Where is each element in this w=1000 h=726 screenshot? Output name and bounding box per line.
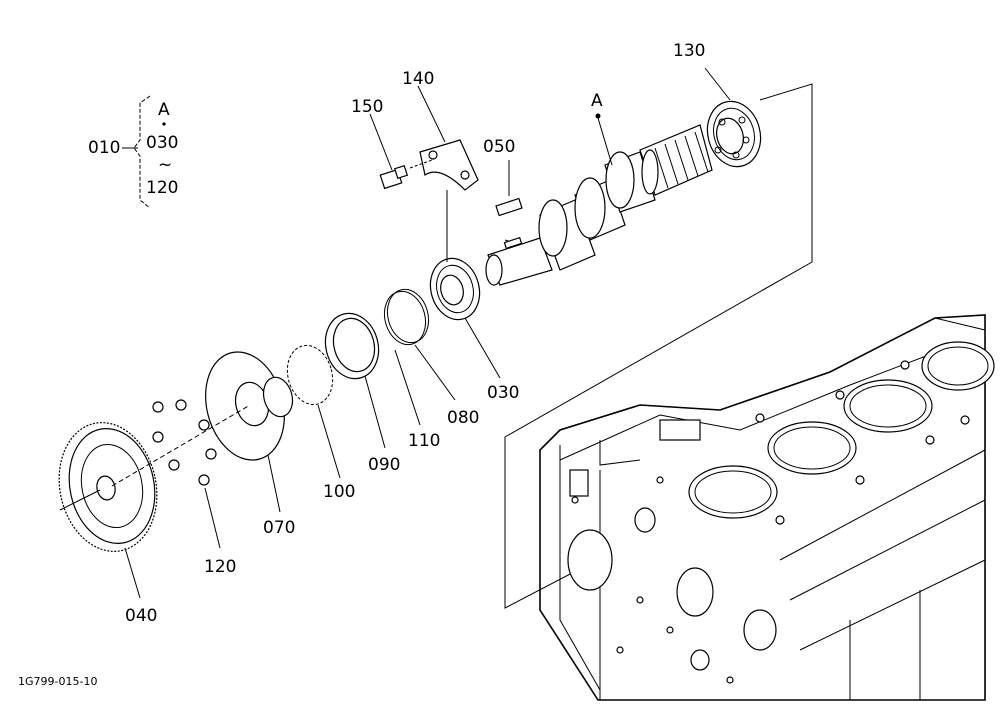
label-group-120: 120: [146, 178, 178, 198]
part-ring-090: [324, 312, 380, 380]
label-040: 040: [125, 606, 157, 626]
label-120: 120: [204, 557, 236, 577]
label-050: 050: [483, 137, 515, 157]
label-group-tilde: ~: [158, 155, 172, 175]
label-100: 100: [323, 482, 355, 502]
part-ball-ring-100: [286, 344, 334, 406]
label-130: 130: [673, 41, 705, 61]
camshaft: [485, 124, 713, 286]
camshaft-boundary-lines: [504, 83, 813, 609]
cylinder-block-illustration: [539, 314, 995, 701]
part-gear-040: [58, 422, 158, 552]
label-090: 090: [368, 455, 400, 475]
label-080: 080: [447, 408, 479, 428]
label-150: 150: [351, 97, 383, 117]
diagram-id: 1G799-015-10: [18, 675, 97, 688]
part-snap-ring-080: [383, 288, 430, 346]
label-010: 010: [88, 138, 120, 158]
label-030: 030: [487, 383, 519, 403]
label-group-030: 030: [146, 133, 178, 153]
part-retainer-140: [419, 139, 479, 191]
part-bearing-130: [706, 100, 762, 168]
label-140: 140: [402, 69, 434, 89]
part-bearing-030: [429, 257, 481, 321]
reference-A: A: [591, 91, 603, 111]
part-balls-120: [152, 399, 217, 486]
assembly-group-bracket: 010 A 030 ~ 120: [88, 95, 178, 209]
label-070: 070: [263, 518, 295, 538]
reference-dot: [595, 113, 601, 119]
label-110: 110: [408, 431, 440, 451]
part-key-050: [495, 197, 523, 217]
part-thrust-plate-070: [205, 351, 294, 461]
part-bolt-150: [379, 164, 409, 190]
label-group-A: A: [158, 100, 170, 120]
